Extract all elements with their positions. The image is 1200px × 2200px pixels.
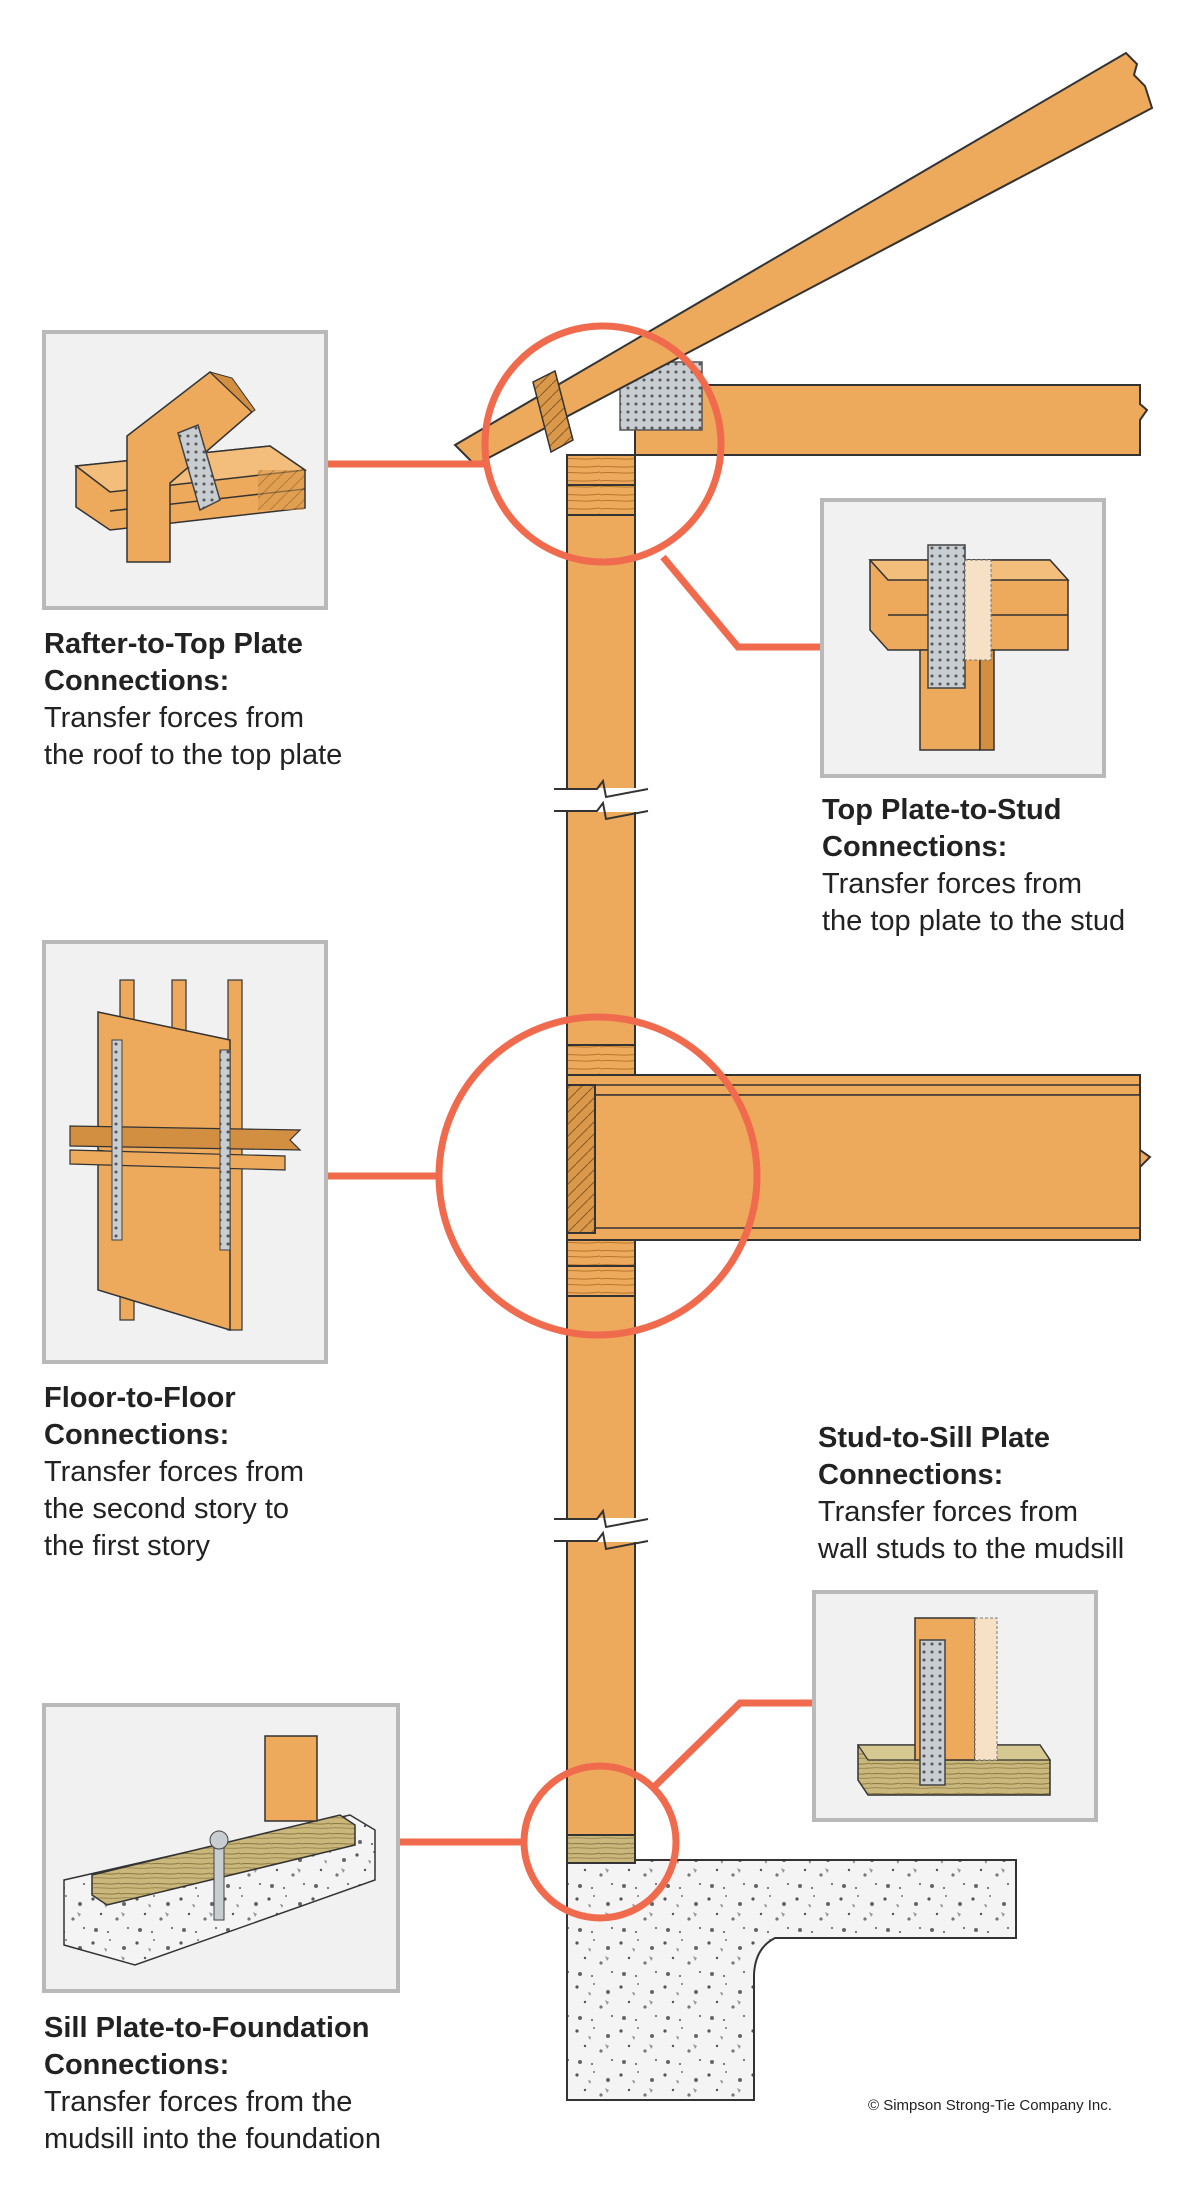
leader-top-plate-stud [663, 557, 822, 647]
sole-plate-1 [567, 1240, 635, 1266]
caption-desc-line2: the roof to the top plate [44, 737, 342, 774]
caption-title-line2: Connections: [44, 1417, 304, 1454]
panel-floor-to-floor [44, 942, 326, 1362]
top-plate-upper [567, 455, 635, 485]
panel-stud-to-sill-plate [814, 1592, 1096, 1820]
top-plate-lower [567, 485, 635, 515]
foundation [567, 1860, 1016, 2100]
caption-desc-line3: the first story [44, 1528, 304, 1565]
caption-title: Sill Plate-to-Foundation [44, 2010, 381, 2047]
caption-desc-line2: the top plate to the stud [822, 903, 1125, 940]
caption-title-line2: Connections: [822, 829, 1125, 866]
caption-stud-to-sill-plate: Stud-to-Sill Plate Connections: Transfer… [818, 1420, 1124, 1568]
caption-desc-line2: mudsill into the foundation [44, 2121, 381, 2158]
caption-desc-line1: Transfer forces from [822, 866, 1125, 903]
caption-desc-line2: the second story to [44, 1491, 304, 1528]
copyright-notice: © Simpson Strong-Tie Company Inc. [868, 2097, 1112, 2114]
panel-sill-plate-to-foundation [44, 1705, 398, 1991]
caption-title-line2: Connections: [818, 1457, 1124, 1494]
caption-desc-line1: Transfer forces from the [44, 2084, 381, 2121]
caption-title: Top Plate-to-Stud [822, 792, 1125, 829]
sole-plate-2 [567, 1266, 635, 1296]
caption-desc-line2: wall studs to the mudsill [818, 1531, 1124, 1568]
caption-desc-line1: Transfer forces from [44, 700, 342, 737]
panel-top-plate-to-stud [822, 500, 1104, 776]
caption-title-line2: Connections: [44, 663, 342, 700]
floor-strap-right-icon [220, 1050, 230, 1250]
caption-desc-line1: Transfer forces from [818, 1494, 1124, 1531]
caption-title: Floor-to-Floor [44, 1380, 304, 1417]
caption-top-plate-to-stud: Top Plate-to-Stud Connections: Transfer … [822, 792, 1125, 940]
sill-plate [567, 1835, 635, 1863]
stud-strap-icon [928, 545, 965, 688]
caption-rafter-to-top-plate: Rafter-to-Top Plate Connections: Transfe… [44, 626, 342, 774]
caption-title: Rafter-to-Top Plate [44, 626, 342, 663]
panel-rafter-to-top-plate [44, 332, 326, 608]
stud-tie-icon [920, 1640, 945, 1785]
caption-title-line2: Connections: [44, 2047, 381, 2084]
caption-title: Stud-to-Sill Plate [818, 1420, 1124, 1457]
caption-floor-to-floor: Floor-to-Floor Connections: Transfer for… [44, 1380, 304, 1565]
anchor-bolt-icon [214, 1840, 224, 1920]
floor-top-plate [567, 1045, 635, 1075]
caption-desc-line1: Transfer forces from [44, 1454, 304, 1491]
caption-sill-plate-to-foundation: Sill Plate-to-Foundation Connections: Tr… [44, 2010, 381, 2158]
floor-strap-left-icon [112, 1040, 122, 1240]
leader-stud-sill [655, 1703, 814, 1786]
